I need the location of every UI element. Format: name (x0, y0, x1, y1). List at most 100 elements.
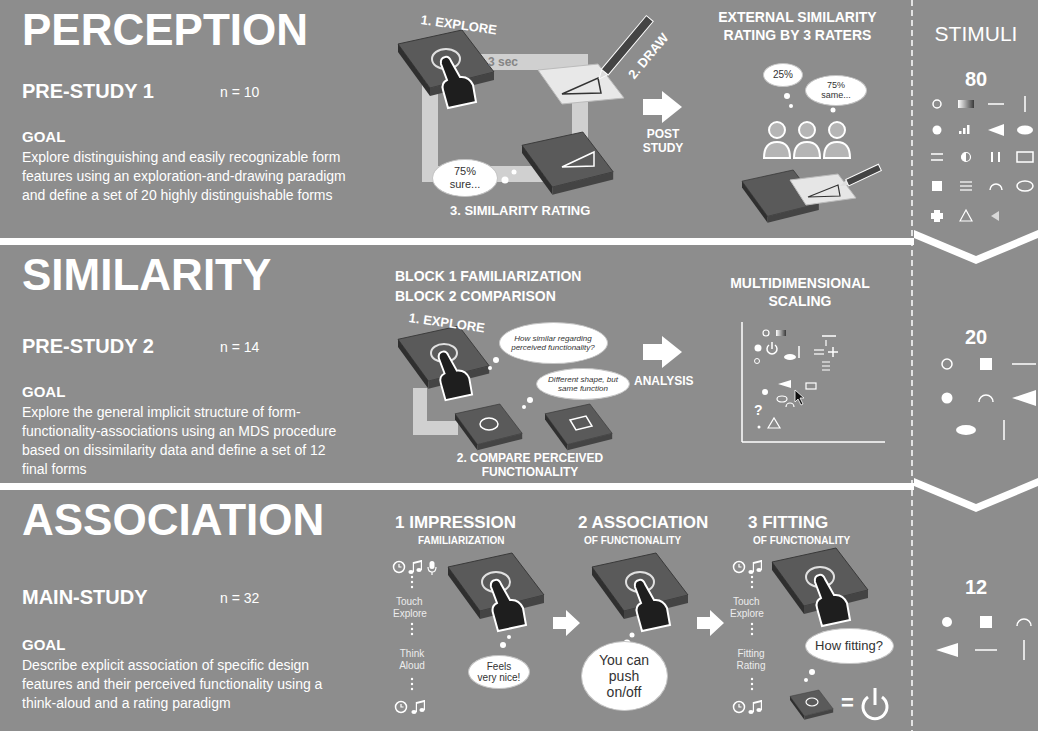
panel-grounds-part (914, 238, 1038, 504)
stimuli-symbols-part (942, 359, 952, 369)
association-illustration-part (411, 678, 413, 690)
stimuli-count: 12 (914, 576, 1038, 599)
similarity-illustration (398, 322, 885, 450)
arrow-label: POST STUDY (634, 127, 692, 155)
block-label: BLOCK 1 FAMILIARIZATION (395, 268, 581, 284)
perception-illustration-part (522, 132, 613, 195)
similarity-illustration-part (527, 397, 533, 403)
task-label: Fitting Rating (726, 648, 776, 672)
perception-illustration-part (789, 104, 793, 108)
similarity-illustration-part (832, 347, 834, 357)
task-label: Touch (733, 596, 760, 607)
stimuli-symbols-part (933, 100, 941, 108)
association-illustration-part (411, 623, 413, 635)
association-illustration-part (491, 580, 526, 631)
stimuli-panel: STIMULI80 (914, 0, 1038, 230)
stimuli-symbols-part (962, 153, 967, 162)
association-illustration-part (396, 702, 407, 713)
bubble-text: Different shape, but same function (545, 375, 621, 393)
thought-bubble: You can push on/off (581, 641, 668, 711)
stimuli-symbols-part (934, 210, 940, 222)
stimuli-symbols-part (933, 126, 942, 135)
similarity-illustration-part (822, 370, 830, 371)
perception-illustration-part (784, 93, 790, 99)
stimuli-symbols-part (960, 181, 972, 182)
block-label: BLOCK 2 COMPARISON (395, 288, 556, 304)
stimuli-symbols-part (1012, 363, 1036, 365)
perception-illustration-part (562, 78, 601, 94)
stimuli-symbols-part (988, 103, 1004, 105)
phase-heading: 2 ASSOCIATION (578, 513, 708, 533)
sample-size: n = 14 (220, 339, 259, 355)
similarity-illustration-part (777, 396, 787, 402)
equals-sign: = (841, 690, 854, 716)
panel-title: ASSOCIATION (22, 494, 324, 546)
similarity-illustration-part (570, 416, 592, 430)
thought-bubble: 75% sure... (432, 159, 498, 197)
stimuli-symbols-part (1017, 152, 1033, 162)
similarity-illustration-part (778, 380, 791, 388)
thought-bubble: How fitting? (805, 628, 894, 664)
stimuli-symbols-part (960, 189, 972, 190)
perception-illustration-part-part (824, 142, 850, 158)
association-illustration-part (428, 561, 436, 575)
perception-illustration-part (643, 91, 682, 123)
phase-heading: 3 FITTING (748, 513, 828, 533)
perception-illustration-part-part (829, 122, 845, 138)
sample-size: n = 32 (220, 590, 259, 606)
association-illustration-part (815, 575, 850, 626)
similarity-illustration-part (741, 322, 743, 442)
similarity-illustration-part (776, 330, 786, 336)
stimuli-symbols-part (1017, 619, 1031, 626)
similarity-illustration-part (795, 390, 804, 405)
association-illustration-part (734, 702, 745, 713)
stimuli-symbols-part (931, 153, 943, 155)
panel-grounds-part (0, 490, 914, 731)
perception-illustration-part-part (794, 142, 820, 158)
stimuli-count: 80 (914, 68, 1038, 91)
stimuli-symbols-part (1017, 181, 1033, 191)
similarity-illustration-part (814, 349, 824, 350)
thought-bubble: 25% (763, 63, 803, 87)
sample-size: n = 10 (220, 84, 259, 100)
bubble-text: How similar regarding perceived function… (508, 334, 599, 352)
stimuli-symbols-part (936, 643, 958, 657)
task-label: Touch (396, 596, 423, 607)
association-illustration-part (874, 688, 877, 705)
section-heading: MULTIDIMENSIONAL SCALING (705, 274, 895, 310)
phase-heading: 1 IMPRESSION (395, 513, 516, 533)
stimuli-symbols-part (956, 425, 976, 435)
stimuli-symbols-part (1003, 420, 1005, 440)
association-illustration-part (411, 576, 413, 588)
stimuli-symbols-part (998, 152, 1000, 162)
stimuli-symbols-part (932, 181, 942, 191)
similarity-illustration-part (822, 366, 830, 367)
perception-illustration-part (512, 170, 517, 175)
similarity-illustration-part (643, 336, 682, 368)
stimuli-symbols-part (975, 649, 997, 651)
bubble-text: 75% sure... (441, 165, 489, 190)
similarity-illustration-part (480, 418, 498, 430)
similarity-illustration-part (493, 357, 499, 363)
perception-illustration-part (808, 185, 840, 197)
stimuli-symbols-part (979, 395, 993, 402)
bubble-text: You can push on/off (590, 652, 659, 700)
stimuli-symbols-part (1023, 640, 1025, 660)
phase-subheading: FAMILIARIZATION (418, 535, 504, 546)
bubble-text: 75% same... (814, 80, 858, 101)
perception-illustration (398, 16, 881, 223)
association-illustration-part (507, 635, 511, 639)
similarity-illustration-part (762, 389, 768, 395)
stimuli-symbols-part (988, 124, 1004, 136)
association-illustration-part (394, 562, 405, 573)
study-label: MAIN-STUDY (22, 586, 148, 609)
stimuli-symbols-part (991, 152, 993, 162)
association-illustration-part (408, 560, 421, 574)
perception-illustration-part (441, 57, 476, 108)
similarity-illustration-part (755, 359, 760, 364)
thought-bubble: Feels very nice! (468, 655, 530, 689)
perception-illustration-part (764, 122, 850, 158)
stimuli-symbols-part (990, 184, 1002, 190)
similarity-illustration-part (822, 335, 836, 337)
